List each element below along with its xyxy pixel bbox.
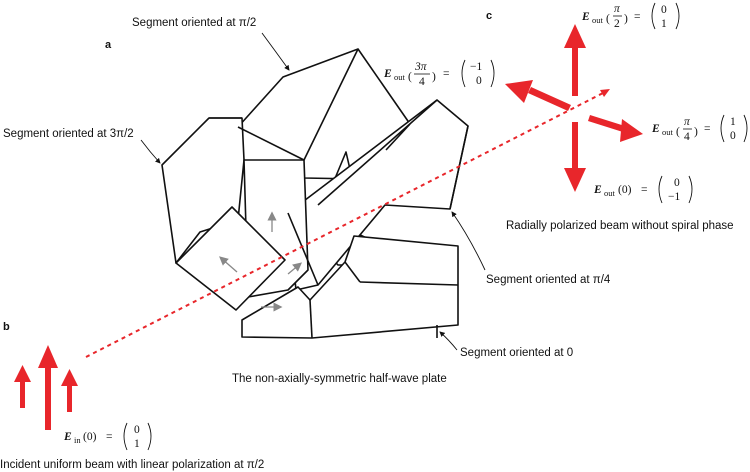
- label-segment-pi2: Segment oriented at π/2: [132, 17, 256, 29]
- svg-text:4: 4: [684, 131, 690, 143]
- panel-label-c: c: [486, 10, 492, 22]
- svg-text:E: E: [593, 184, 602, 196]
- edge-line: [359, 281, 459, 286]
- label-radial-beam: Radially polarized beam without spiral p…: [506, 220, 734, 232]
- leader-0: [439, 331, 458, 351]
- leader-3pi2: [140, 139, 161, 164]
- label-segment-0: Segment oriented at 0: [460, 347, 573, 359]
- svg-text:out: out: [394, 72, 406, 82]
- svg-text:E: E: [383, 68, 392, 80]
- svg-text:4: 4: [419, 76, 425, 88]
- edge-line: [287, 212, 319, 286]
- svg-text:in: in: [74, 435, 81, 445]
- svg-text:=: =: [641, 184, 648, 196]
- svg-text:=: =: [704, 123, 711, 135]
- svg-text:0: 0: [476, 75, 482, 87]
- svg-text:π: π: [684, 116, 691, 128]
- svg-text:): ): [694, 126, 698, 138]
- eq-eout-pi2: E out ( π 2 ) = 0 1: [581, 2, 680, 30]
- svg-text:=: =: [106, 431, 113, 443]
- beam-path-line: [85, 91, 606, 358]
- svg-text:): ): [624, 13, 628, 25]
- radial-output-arrows: [505, 24, 643, 192]
- eq-eout-0: E out (0) = 0 −1: [593, 175, 693, 204]
- svg-text:(0): (0): [83, 431, 97, 443]
- panel-label-a: a: [105, 39, 112, 51]
- svg-text:out: out: [592, 15, 604, 25]
- svg-text:−1: −1: [470, 61, 482, 73]
- label-plate: The non-axially-symmetric half-wave plat…: [232, 373, 447, 385]
- svg-text:E: E: [581, 11, 590, 23]
- svg-text:1: 1: [134, 438, 140, 450]
- leader-pi4: [451, 211, 486, 271]
- svg-text:out: out: [662, 127, 674, 137]
- segment-rhombus: [175, 206, 286, 311]
- svg-text:1: 1: [730, 116, 736, 128]
- pol-arrow-icon: [287, 262, 302, 275]
- eq-eout-pi4: E out ( π 4 ) = 1 0: [651, 114, 748, 143]
- pol-arrow-icon: [219, 256, 238, 273]
- svg-text:out: out: [604, 188, 616, 198]
- svg-text:(: (: [408, 71, 412, 83]
- svg-text:): ): [432, 71, 436, 83]
- label-incident-beam: Incident uniform beam with linear polari…: [0, 459, 264, 471]
- svg-text:(0): (0): [618, 184, 632, 196]
- half-wave-plate: [161, 48, 469, 339]
- incident-beam-arrows: [14, 345, 78, 430]
- svg-text:=: =: [634, 11, 641, 23]
- eq-eout-3pi4: E out ( 3π 4 ) = −1 0: [383, 59, 495, 88]
- svg-text:E: E: [651, 123, 660, 135]
- edge-line: [317, 99, 438, 206]
- label-segment-3pi2: Segment oriented at 3π/2: [3, 128, 134, 140]
- panel-label-b: b: [3, 321, 10, 333]
- beam-path-arrowhead-icon: [600, 89, 610, 97]
- svg-text:π: π: [614, 3, 621, 15]
- edge-line: [309, 299, 313, 339]
- svg-text:0: 0: [661, 4, 667, 16]
- svg-text:−1: −1: [668, 191, 680, 203]
- svg-text:1: 1: [661, 18, 667, 30]
- label-segment-pi4: Segment oriented at π/4: [486, 274, 611, 286]
- eq-ein-0: E in (0) = 0 1: [63, 422, 152, 451]
- svg-text:2: 2: [614, 18, 620, 30]
- leader-pi2: [261, 32, 290, 71]
- edge-line: [303, 48, 359, 161]
- svg-text:0: 0: [730, 130, 736, 142]
- svg-text:3π: 3π: [414, 61, 428, 73]
- edge-line: [344, 261, 361, 283]
- svg-text:0: 0: [134, 424, 140, 436]
- svg-text:(: (: [676, 126, 680, 138]
- svg-text:=: =: [443, 68, 450, 80]
- segment-0: [241, 235, 459, 339]
- svg-text:(: (: [606, 13, 610, 25]
- svg-text:E: E: [63, 431, 72, 443]
- edge-line: [237, 126, 305, 161]
- svg-text:0: 0: [674, 177, 680, 189]
